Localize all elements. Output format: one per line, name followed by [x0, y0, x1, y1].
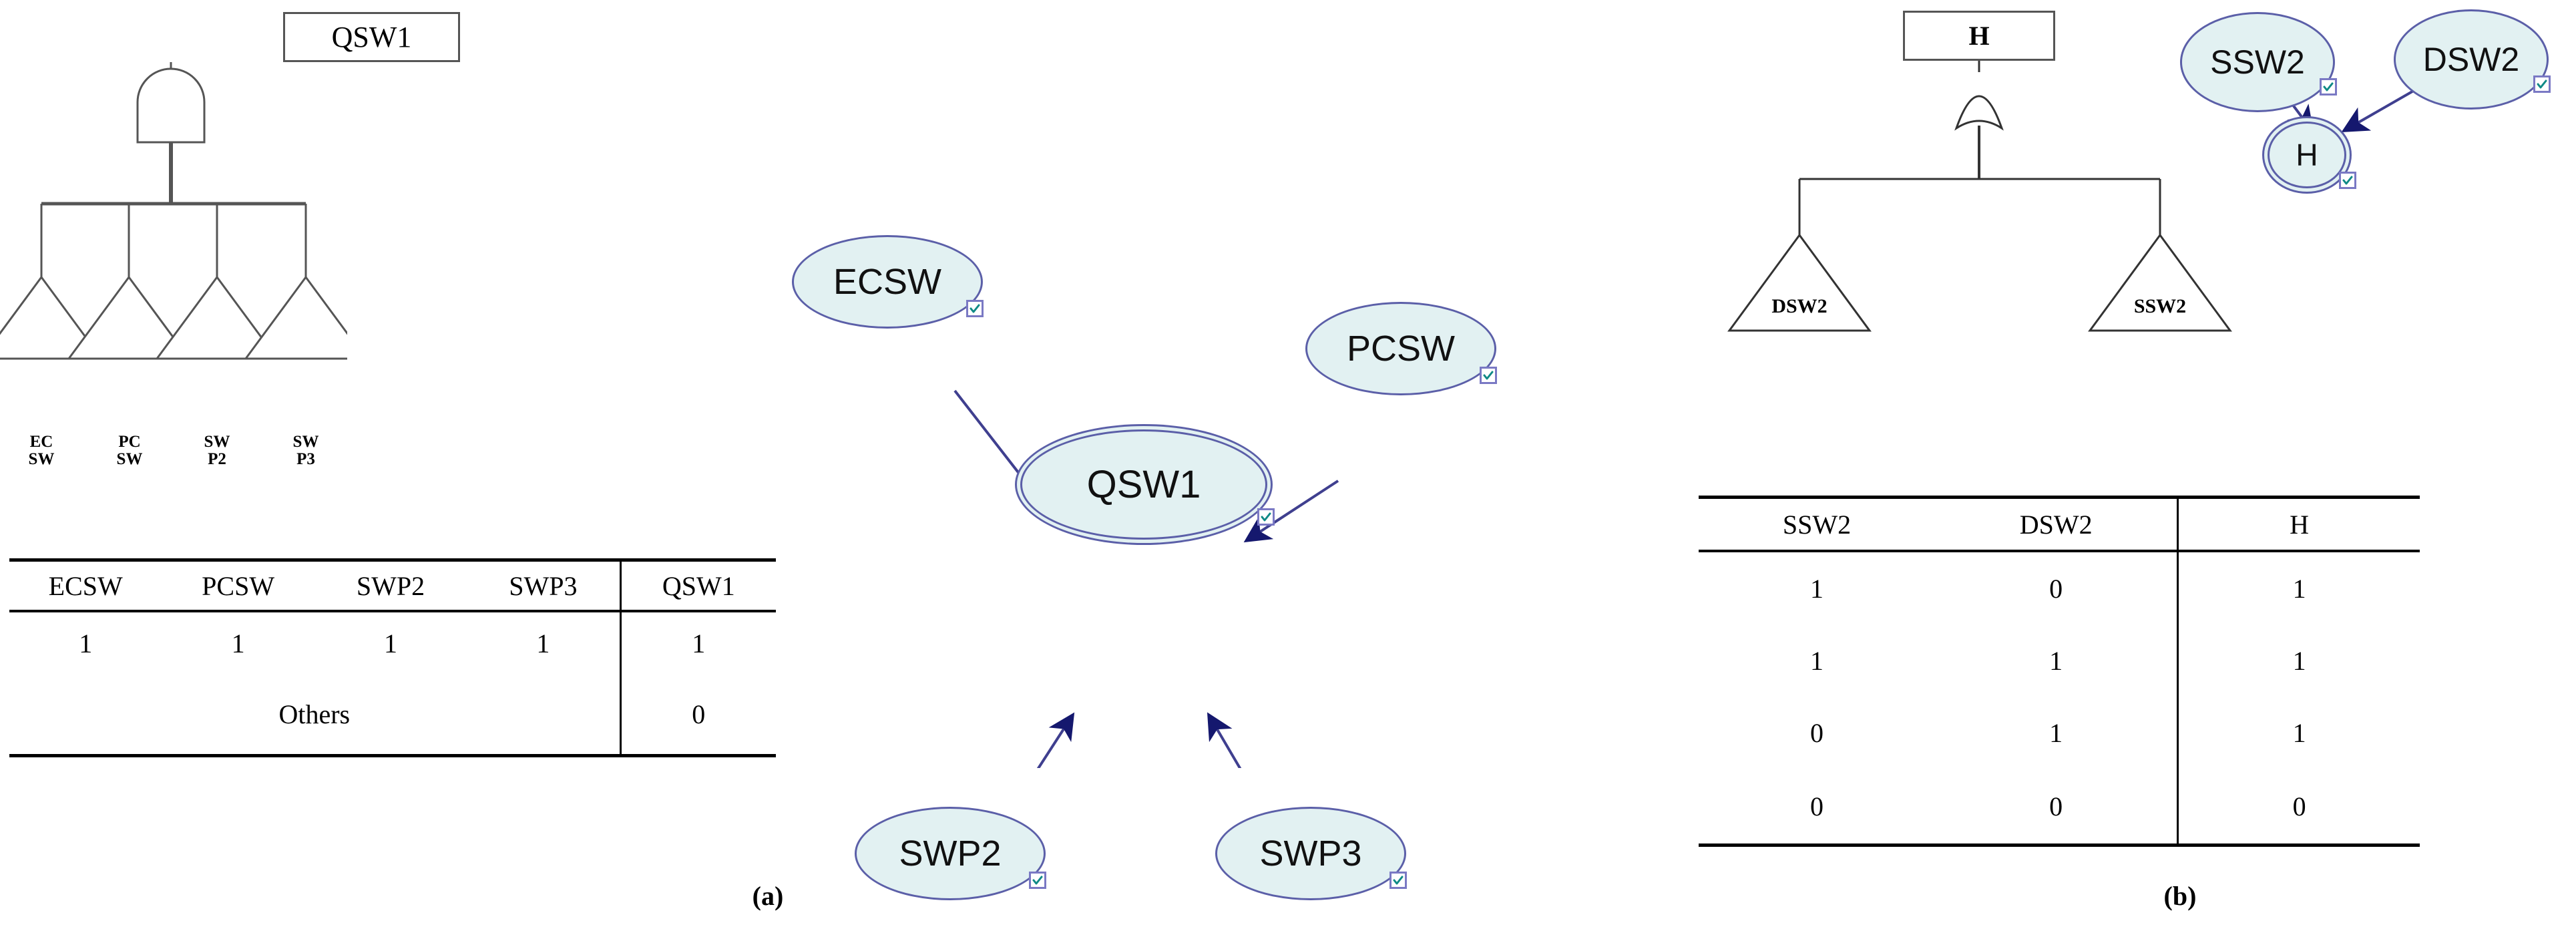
panel-b-cell-ssw2: 1: [1699, 550, 1936, 624]
panel-a-cell-ecsw: 1: [9, 610, 162, 674]
panel-b-fault-tree-graphics: [1727, 61, 2232, 332]
panel-b-or-gate: [1954, 95, 2004, 131]
bn-node-ecsw[interactable]: ECSW: [792, 235, 984, 329]
bn-node-label: SWP2: [899, 833, 1002, 874]
panel-a-th-qsw1: QSW1: [619, 558, 776, 611]
panel-a-edge-pcsw-qsw1: [1243, 480, 1339, 543]
panel-a-cell-pcsw: 1: [162, 610, 314, 674]
panel-b-top-event-label: H: [1968, 21, 1990, 51]
panel-b-truth-table-row: 0 0 0: [1699, 769, 2420, 847]
panel-b-cell-h: 1: [2177, 624, 2420, 697]
panel-b-cell-dsw2: 1: [2049, 645, 2063, 676]
bn-node-pcsw[interactable]: PCSW: [1305, 302, 1497, 395]
panel-b-truth-table-row: 1 1 1: [1699, 624, 2420, 697]
checkbox-checked-icon[interactable]: [2339, 172, 2356, 189]
bn-node-qsw1[interactable]: QSW1: [1020, 429, 1275, 540]
bn-node-swp3[interactable]: SWP3: [1215, 807, 1407, 900]
panel-b-cell-h: 1: [2177, 697, 2420, 769]
panel-a-cell-others: Others: [9, 674, 621, 757]
panel-a-truth-table: ECSW PCSW SWP2 SWP3 QSW1 1 1 1 1 1 Other…: [9, 558, 776, 757]
panel-b-cell-h: 1: [2177, 550, 2420, 624]
panel-a-fault-tree-graphics: [0, 62, 347, 360]
checkbox-checked-icon[interactable]: [1389, 872, 1407, 889]
bn-node-ssw2[interactable]: SSW2: [2180, 12, 2337, 112]
panel-b-cell-ssw2: 1: [1810, 645, 1824, 676]
panel-b-th-dsw2: DSW2: [1935, 496, 2178, 551]
panel-b-cell-dsw2: 0: [1935, 550, 2178, 624]
panel-a-and-gate: [136, 67, 206, 144]
checkbox-checked-icon[interactable]: [1029, 872, 1046, 889]
checkbox-checked-icon[interactable]: [1257, 508, 1275, 526]
bn-node-h[interactable]: H: [2268, 122, 2356, 189]
panel-b-th-h: H: [2177, 496, 2420, 551]
bn-node-label: H: [2296, 138, 2318, 172]
bn-node-label: DSW2: [2422, 41, 2520, 78]
panel-a-edge-swp3-qsw1: [1207, 712, 1242, 768]
bn-node-label: SWP3: [1259, 833, 1362, 874]
panel-b-basic-event-triangle-2: [2088, 233, 2232, 332]
panel-a-top-event-box: QSW1: [283, 12, 460, 62]
panel-a-cell-swp2: 1: [314, 610, 467, 674]
panel-b-truth-table-header-row: SSW2 DSW2 H: [1699, 496, 2420, 551]
panel-a-truth-table-header-row: ECSW PCSW SWP2 SWP3 QSW1: [9, 558, 776, 611]
panel-a-basic-event-triangle-4: [244, 275, 347, 360]
panel-b-top-event-box: H: [1903, 11, 2055, 61]
panel-a-cell-others-result: 0: [619, 674, 776, 757]
checkbox-checked-icon[interactable]: [1480, 367, 1497, 384]
checkbox-checked-icon[interactable]: [2320, 78, 2337, 96]
panel-b-cell-dsw2: 1: [2049, 717, 2063, 748]
panel-b-truth-table: SSW2 DSW2 H 1 0 1 1 1 1 0 1 1 0: [1699, 496, 2420, 847]
panel-b-cell-h: 0: [2177, 769, 2420, 847]
bn-node-label: PCSW: [1347, 329, 1455, 369]
panel-b-cell-ssw2: 0: [1810, 717, 1824, 748]
panel-b-truth-table-row: 1 0 1: [1699, 550, 2420, 624]
panel-a-truth-table-row: Others 0: [9, 674, 776, 757]
panel-a-th-ecsw: ECSW: [9, 558, 162, 611]
panel-a-th-swp3: SWP3: [467, 558, 621, 611]
panel-b-truth-table-row: 0 1 1: [1699, 697, 2420, 769]
caption-b: (b): [2113, 880, 2247, 912]
panel-b-th-ssw2: SSW2: [1699, 496, 1936, 551]
panel-b-basic-event-triangle-1: [1727, 233, 1872, 332]
bn-node-label: QSW1: [1086, 463, 1201, 506]
panel-a-basic-event-triangle-1: [0, 275, 103, 360]
bn-node-swp2[interactable]: SWP2: [855, 807, 1046, 900]
caption-a-text: (a): [752, 881, 784, 911]
caption-a: (a): [701, 880, 835, 912]
panel-a-th-swp2: SWP2: [314, 558, 467, 611]
panel-b-cell-ssw2: 0: [1699, 769, 1936, 847]
panel-a-basic-event-triangle-3: [155, 275, 279, 360]
panel-a-th-pcsw: PCSW: [162, 558, 314, 611]
checkbox-checked-icon[interactable]: [2533, 75, 2551, 93]
panel-a-cell-qsw1: 1: [619, 610, 776, 674]
bn-node-label: ECSW: [833, 262, 941, 302]
panel-a-edge-swp2-qsw1: [1036, 712, 1075, 768]
caption-b-text: (b): [2163, 881, 2197, 911]
panel-b-cell-dsw2: 0: [1935, 769, 2178, 847]
panel-a-basic-event-triangle-2: [67, 275, 191, 360]
panel-a-truth-table-row: 1 1 1 1 1: [9, 610, 776, 674]
bn-node-dsw2[interactable]: DSW2: [2394, 9, 2551, 110]
panel-a-cell-swp3: 1: [467, 610, 621, 674]
panel-a-top-event-label: QSW1: [331, 21, 412, 53]
bn-node-label: SSW2: [2210, 43, 2305, 81]
checkbox-checked-icon[interactable]: [966, 300, 984, 317]
